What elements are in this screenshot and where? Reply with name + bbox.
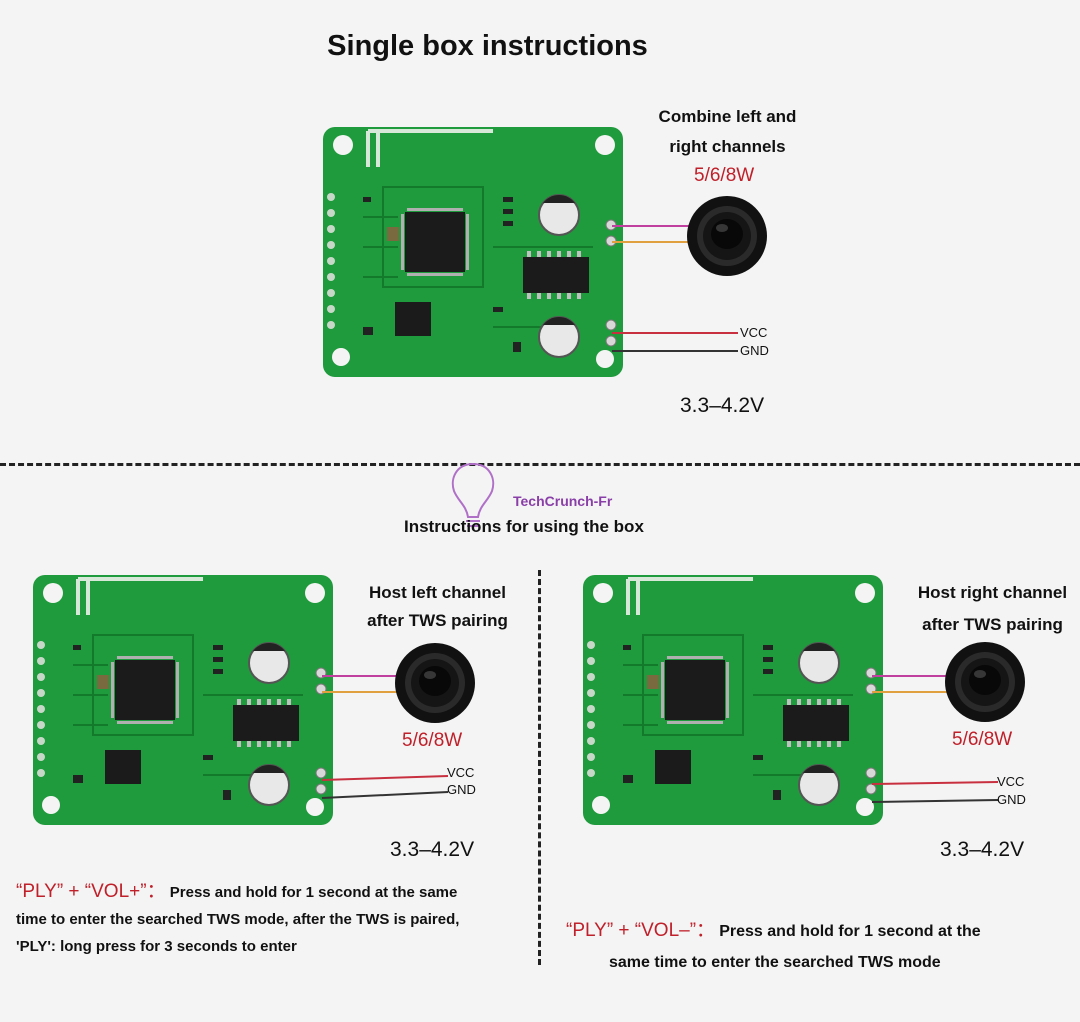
caption-single-line1: Combine left and bbox=[658, 107, 797, 126]
power-wires-single bbox=[612, 332, 738, 352]
watermark-text: TechCrunch-Fr bbox=[513, 493, 613, 509]
section2-title: Instructions for using the box bbox=[404, 517, 644, 536]
caption-right-line2: after TWS pairing bbox=[922, 615, 1063, 634]
note-right-line1: Press and hold for 1 second at the bbox=[719, 923, 981, 940]
note-left-line3: 'PLY': long press for 3 seconds to enter bbox=[16, 938, 297, 955]
note-left-keys: “PLY” + “VOL+”： bbox=[16, 881, 166, 902]
caption-single-line2: right channels bbox=[669, 137, 786, 156]
note-left-line1: Press and hold for 1 second at the same bbox=[169, 884, 458, 901]
note-left: “PLY” + “VOL+”： Press and hold for 1 sec… bbox=[16, 878, 536, 960]
caption-right-line1: Host right channel bbox=[917, 583, 1068, 602]
page-title: Single box instructions bbox=[327, 30, 648, 62]
voltage-right: 3.3–4.2V bbox=[940, 838, 1025, 861]
vcc-label-left: VCC bbox=[447, 765, 475, 780]
power-wires-left bbox=[321, 775, 449, 799]
speaker-wires-left bbox=[322, 675, 398, 693]
pcb-board-right bbox=[583, 575, 883, 825]
gnd-label-single: GND bbox=[740, 343, 769, 358]
gnd-label-left: GND bbox=[447, 782, 476, 797]
speaker-icon-left bbox=[395, 643, 475, 723]
note-left-line2: time to enter the searched TWS mode, aft… bbox=[16, 911, 460, 928]
gnd-label-right: GND bbox=[997, 792, 1026, 807]
speaker-icon-single bbox=[687, 196, 767, 276]
speaker-icon-right bbox=[945, 642, 1025, 722]
speaker-wires-right bbox=[872, 675, 948, 693]
caption-left-line1: Host left channel bbox=[369, 583, 506, 602]
vcc-label-single: VCC bbox=[740, 325, 768, 340]
wattage-single: 5/6/8W bbox=[694, 165, 755, 186]
pcb-board-single bbox=[323, 127, 623, 377]
lightbulb-icon bbox=[451, 462, 495, 527]
voltage-single: 3.3–4.2V bbox=[680, 394, 765, 417]
power-wires-right bbox=[871, 781, 999, 803]
note-right-keys: “PLY” + “VOL–”： bbox=[566, 920, 716, 941]
wattage-left: 5/6/8W bbox=[402, 730, 463, 751]
column-divider bbox=[538, 570, 541, 965]
pcb-board-left bbox=[33, 575, 333, 825]
vcc-label-right: VCC bbox=[997, 774, 1025, 789]
wattage-right: 5/6/8W bbox=[952, 729, 1013, 750]
voltage-left: 3.3–4.2V bbox=[390, 838, 475, 861]
note-right-line2: same time to enter the searched TWS mode bbox=[609, 954, 941, 971]
section-divider bbox=[0, 463, 1080, 466]
caption-left-line2: after TWS pairing bbox=[367, 611, 508, 630]
note-right: “PLY” + “VOL–”： Press and hold for 1 sec… bbox=[566, 915, 1076, 978]
speaker-wires-single bbox=[612, 225, 698, 243]
